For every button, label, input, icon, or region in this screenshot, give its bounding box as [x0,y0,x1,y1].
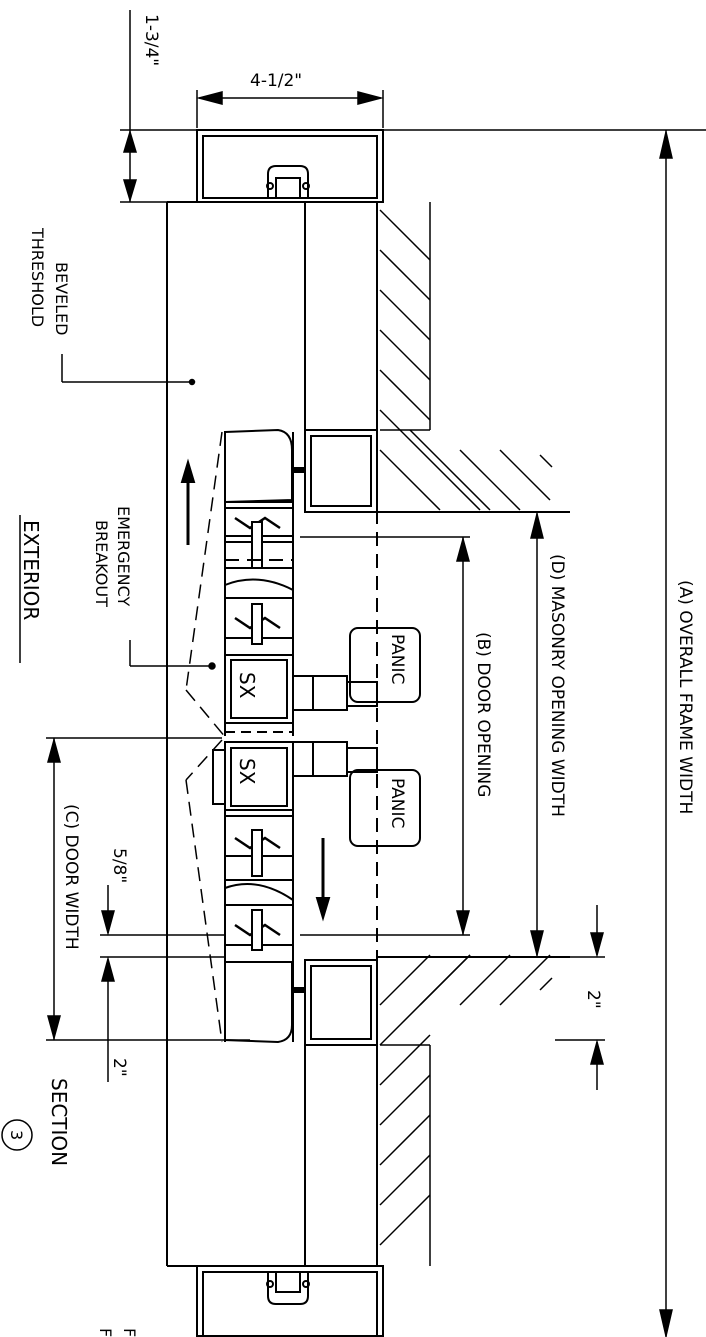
dim-2-right [555,905,605,1090]
swing-arrow-down [315,838,331,922]
door-leaf-lower [212,741,305,1044]
emergency-line1: EMERGENCY [114,506,133,607]
dim-4-1-2 [196,90,384,128]
panic-label-lower: PANIC [387,778,407,828]
jamb-box-top [304,429,378,513]
section-marker [1,1119,33,1151]
exterior-label: EXTERIOR [19,520,43,620]
overall-frame-width-label: (A) OVERALL FRAME WIDTH [675,580,695,814]
beveled-line1: BEVELED [52,262,71,335]
cut-text-2: F [96,1328,115,1337]
dim-door-width [46,737,250,1041]
wall-lines [166,201,570,1267]
dim-5-8 [100,885,225,1082]
leader-beveled-threshold [61,354,196,386]
section-number: 3 [7,1130,26,1140]
panic-label-upper: PANIC [387,634,407,684]
dashed-centerlines [166,202,378,1266]
gap-5-8-label: 5/8" [109,848,129,883]
door-width-label: (C) DOOR WIDTH [61,804,81,950]
frame-depth-label: 4-1/2" [250,71,302,91]
dim-masonry-opening [530,512,544,957]
beveled-line2: THRESHOLD [28,227,47,327]
sx-label-upper: SX [235,672,259,699]
sx-label-lower: SX [235,758,259,785]
jamb-box-bottom [304,959,378,1046]
door-swing-lines [185,431,227,1043]
panic-hardware-lower [292,741,421,847]
leader-emergency-breakout [129,640,216,670]
dim-overall-frame-width [383,129,706,1337]
section-title: SECTION [47,1078,71,1166]
swing-arrow-up [180,458,196,545]
dim-1-3-4 [120,10,197,203]
top-frame-jamb [196,129,384,203]
masonry-hatch-bottom [379,954,553,1266]
gap-2-right-label: 2" [583,990,603,1009]
door-opening-label: (B) DOOR OPENING [473,632,493,797]
dim-door-opening [300,536,470,936]
gap-2-left-label: 2" [109,1058,129,1077]
emergency-line2: BREAKOUT [92,520,111,607]
panic-hardware-upper [292,627,421,711]
bottom-frame-jamb [196,1265,384,1337]
frame-face-label: 1-3/4" [141,14,161,66]
cut-text-1: F [120,1328,139,1337]
masonry-hatch-top [379,202,553,511]
masonry-opening-width-label: (D) MASONRY OPENING WIDTH [547,554,567,817]
door-leaf-upper [224,428,305,736]
